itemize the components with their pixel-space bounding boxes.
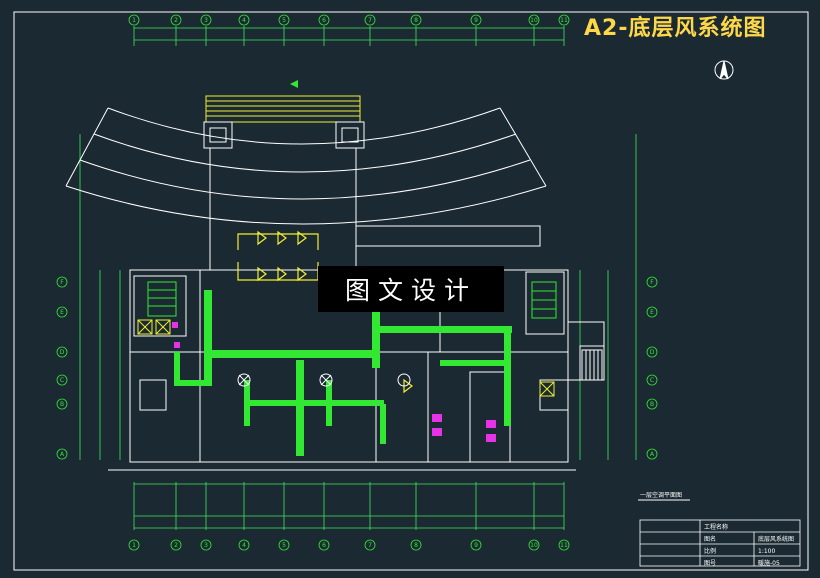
svg-text:5: 5 xyxy=(282,17,286,24)
svg-text:C: C xyxy=(650,377,654,384)
axis-bubble-right-D: D xyxy=(646,346,658,358)
svg-text:5: 5 xyxy=(282,542,286,549)
axis-bubble-left-C: C xyxy=(56,374,68,386)
axis-bubble-bottom-1: 1 xyxy=(128,539,140,551)
axis-bubble-right-F: F xyxy=(646,276,658,288)
sheet-title: A2-底层风系统图 xyxy=(584,16,767,41)
elevators xyxy=(137,319,555,397)
axis-bubble-bottom-6: 6 xyxy=(318,539,330,551)
north-arrow-icon xyxy=(714,60,734,80)
svg-text:7: 7 xyxy=(368,542,372,549)
axis-bubble-top-7: 7 xyxy=(364,14,376,26)
axis-bubble-left-E: E xyxy=(56,306,68,318)
svg-text:11: 11 xyxy=(560,542,568,549)
title-block xyxy=(639,519,801,567)
axis-bubble-bottom-3: 3 xyxy=(200,539,212,551)
svg-text:8: 8 xyxy=(414,542,418,549)
left-dimension-chain xyxy=(79,134,121,460)
axis-bubble-top-2: 2 xyxy=(170,14,182,26)
axis-bubble-bottom-8: 8 xyxy=(410,539,422,551)
entrance-columns xyxy=(203,121,365,149)
axis-bubble-bottom-7: 7 xyxy=(364,539,376,551)
axis-bubble-bottom-9: 9 xyxy=(470,539,482,551)
axis-bubble-bottom-11: 11 xyxy=(558,539,570,551)
axis-bubble-top-10: 10 xyxy=(528,14,540,26)
svg-text:9: 9 xyxy=(474,17,478,24)
axis-bubble-top-11: 11 xyxy=(558,14,570,26)
right-dimension-chain xyxy=(579,134,637,460)
axis-bubble-top-5: 5 xyxy=(278,14,290,26)
svg-text:A: A xyxy=(60,451,65,458)
axis-bubble-bottom-4: 4 xyxy=(238,539,250,551)
entrance-arrow-icon xyxy=(290,80,298,88)
watermark-banner: 图文设计 xyxy=(318,266,504,312)
top-dimension-chain xyxy=(133,26,565,46)
axis-bubble-top-6: 6 xyxy=(318,14,330,26)
doors xyxy=(172,322,496,442)
svg-text:F: F xyxy=(60,279,64,286)
svg-text:D: D xyxy=(60,349,65,356)
axis-bubble-top-4: 4 xyxy=(238,14,250,26)
axis-bubble-left-B: B xyxy=(56,398,68,410)
svg-text:B: B xyxy=(650,401,654,408)
svg-text:3: 3 xyxy=(204,17,208,24)
svg-text:10: 10 xyxy=(530,542,538,549)
bottom-dimension-chain xyxy=(133,482,565,530)
axis-bubble-right-B: B xyxy=(646,398,658,410)
svg-text:E: E xyxy=(60,309,64,316)
axis-bubble-right-A: A xyxy=(646,448,658,460)
axis-bubble-right-C: C xyxy=(646,374,658,386)
axis-bubble-top-3: 3 xyxy=(200,14,212,26)
svg-text:4: 4 xyxy=(242,542,246,549)
svg-text:1: 1 xyxy=(132,542,136,549)
axis-bubble-right-E: E xyxy=(646,306,658,318)
axis-bubble-left-A: A xyxy=(56,448,68,460)
svg-text:3: 3 xyxy=(204,542,208,549)
svg-text:2: 2 xyxy=(174,542,178,549)
svg-text:D: D xyxy=(650,349,655,356)
svg-text:B: B xyxy=(60,401,64,408)
axis-bubble-top-1: 1 xyxy=(128,14,140,26)
fan-coil-units xyxy=(237,230,413,394)
stairs xyxy=(147,281,557,319)
svg-text:6: 6 xyxy=(322,542,326,549)
exhaust-fans xyxy=(237,373,411,387)
axis-bubble-left-D: D xyxy=(56,346,68,358)
svg-text:11: 11 xyxy=(560,17,568,24)
drawing-border xyxy=(13,11,809,571)
axis-bubble-top-9: 9 xyxy=(470,14,482,26)
right-stair xyxy=(581,349,603,381)
axis-bubble-top-8: 8 xyxy=(410,14,422,26)
svg-text:4: 4 xyxy=(242,17,246,24)
ductwork xyxy=(174,290,512,456)
svg-text:1: 1 xyxy=(132,17,136,24)
svg-text:6: 6 xyxy=(322,17,326,24)
svg-text:F: F xyxy=(650,279,654,286)
svg-text:8: 8 xyxy=(414,17,418,24)
svg-text:10: 10 xyxy=(530,17,538,24)
svg-text:C: C xyxy=(60,377,64,384)
svg-text:9: 9 xyxy=(474,542,478,549)
axis-bubble-bottom-2: 2 xyxy=(170,539,182,551)
axis-bubble-left-F: F xyxy=(56,276,68,288)
lobby-walls xyxy=(209,148,541,270)
svg-text:A: A xyxy=(650,451,655,458)
svg-text:2: 2 xyxy=(174,17,178,24)
entrance-steps xyxy=(205,95,361,123)
axis-bubble-bottom-10: 10 xyxy=(528,539,540,551)
axis-bubble-bottom-5: 5 xyxy=(278,539,290,551)
curved-wing xyxy=(65,107,547,225)
svg-text:7: 7 xyxy=(368,17,372,24)
svg-text:E: E xyxy=(650,309,654,316)
